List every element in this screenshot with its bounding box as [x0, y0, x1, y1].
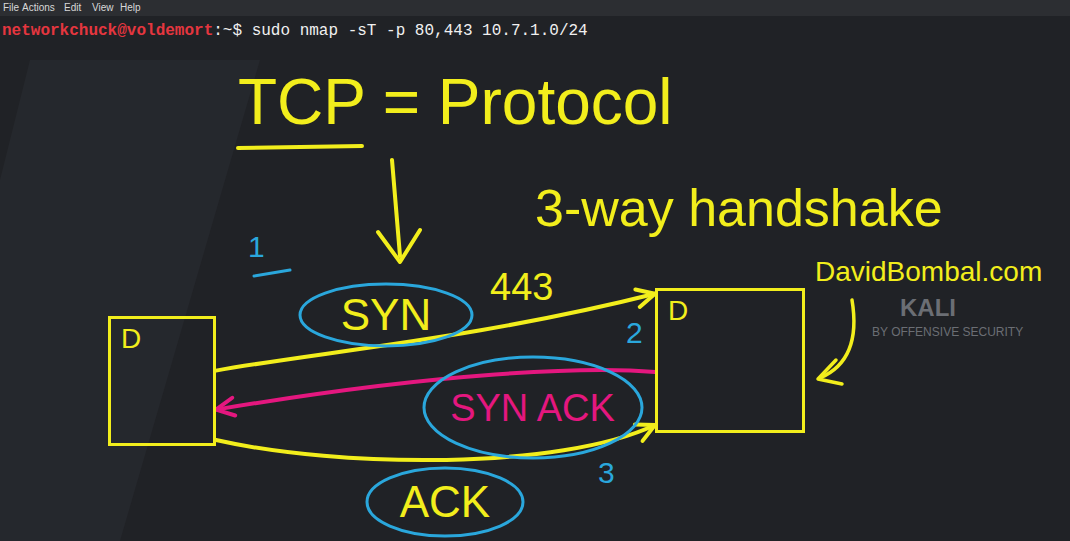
arrowhead	[635, 289, 655, 306]
target-name: DavidBombal.com	[815, 258, 1042, 286]
packet-ellipse: ACK	[365, 466, 525, 538]
connector-line	[216, 294, 655, 371]
node-text: D	[121, 325, 141, 353]
node-text: SYN	[341, 293, 431, 337]
watermark: KALI	[900, 296, 956, 320]
node-text: ACK	[400, 480, 490, 524]
port-number: 443	[490, 268, 553, 306]
menu-item: Edit	[64, 3, 81, 13]
arrowhead	[378, 230, 420, 262]
menu-item: View	[92, 3, 114, 13]
host-box: D	[108, 316, 216, 446]
pointer-arrow	[820, 300, 854, 378]
tick-mark	[254, 270, 290, 276]
prompt-user: networkchuck@voldemort	[2, 23, 213, 39]
node-text: SYN ACK	[450, 389, 615, 427]
command-line: :~$ sudo nmap -sT -p 80,443 10.7.1.0/24	[213, 23, 587, 39]
heading-note: TCP = Protocol	[238, 70, 673, 134]
pointer-arrow	[392, 160, 400, 256]
ellipse-outline	[300, 284, 472, 346]
watermark: BY OFFENSIVE SECURITY	[872, 326, 1023, 338]
step-number: 1	[248, 232, 265, 262]
connector-arrow	[216, 289, 655, 370]
arrowhead	[818, 360, 842, 384]
host-box: D	[655, 288, 805, 433]
packet-ellipse: SYN	[298, 282, 474, 348]
arrowhead	[635, 425, 655, 441]
node-text: D	[668, 297, 688, 325]
step-number: 2	[626, 318, 643, 348]
packet-ellipse: SYN ACK	[422, 355, 644, 460]
underline	[238, 146, 362, 148]
menu-item: File	[3, 3, 19, 13]
handwritten-note: 3-way handshake	[535, 182, 943, 234]
wallpaper-streak	[0, 60, 260, 541]
ellipse-outline	[367, 468, 523, 536]
step-number: 3	[598, 458, 615, 488]
arrowhead	[216, 398, 235, 416]
menu-item: Actions	[22, 3, 55, 13]
ellipse-outline	[424, 357, 642, 458]
menu-item: Help	[120, 3, 141, 13]
menu-bar	[0, 0, 1070, 16]
